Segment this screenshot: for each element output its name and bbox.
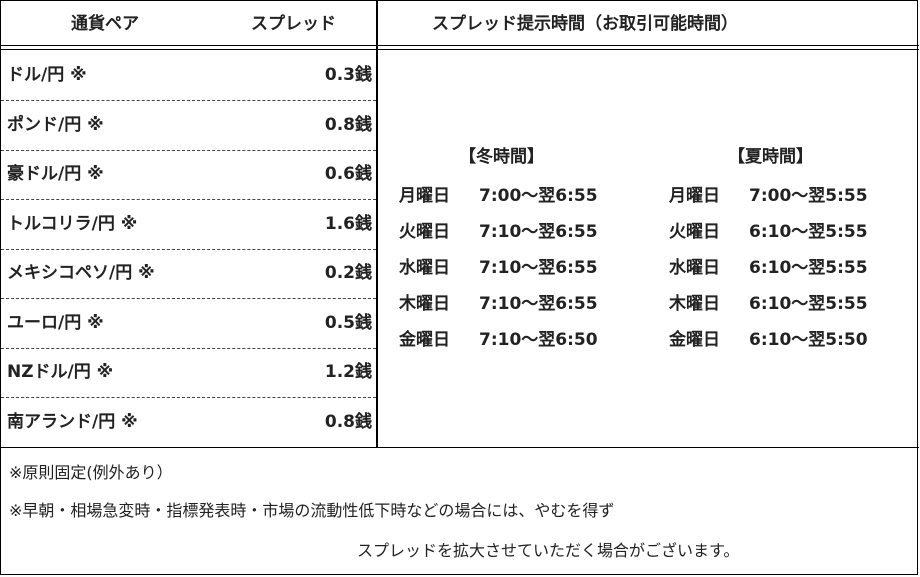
summer-schedule-row: 月曜日 7:00〜翌5:55 [669,181,868,206]
table-row: トルコリラ/円 ※ 1.6銭 [1,199,376,250]
currency-pair: 豪ドル/円 ※ [7,164,104,184]
spread-value: 0.8銭 [324,412,372,432]
note-spread-widening: ※早朝・相場急変時・指標発表時・市場の流動性低下時などの場合には、やむを得ず [9,501,615,520]
weekday-label: 月曜日 [669,186,720,206]
hours-range: 7:10〜翌6:55 [479,294,598,314]
spread-value: 0.3銭 [324,65,372,85]
table-row: ドル/円 ※ 0.3銭 [1,50,376,101]
currency-pair: トルコリラ/円 ※ [7,214,138,234]
table-row: ポンド/円 ※ 0.8銭 [1,100,376,151]
row-separator [1,150,376,151]
hours-range: 6:10〜翌5:50 [749,330,868,350]
row-separator [1,249,376,250]
hours-range: 6:10〜翌5:55 [749,222,868,242]
weekday-label: 月曜日 [399,186,450,206]
weekday-label: 木曜日 [399,294,450,314]
currency-pair: ユーロ/円 ※ [7,313,104,333]
weekday-label: 火曜日 [399,222,450,242]
weekday-label: 水曜日 [399,258,450,278]
note-fixed-spread: ※原則固定(例外あり） [9,463,173,482]
winter-schedule-row: 水曜日 7:10〜翌6:55 [399,253,598,278]
spread-value: 0.8銭 [324,115,372,135]
row-separator [1,199,376,200]
currency-pair: NZドル/円 ※ [7,362,114,382]
note-spread-widening-cont: スプレッドを拡大させていただく場合がございます。 [357,541,740,560]
spread-value: 0.6銭 [324,164,372,184]
row-separator [1,298,376,299]
table-row: ユーロ/円 ※ 0.5銭 [1,298,376,349]
winter-schedule-row: 月曜日 7:00〜翌6:55 [399,181,598,206]
winter-schedule-row: 金曜日 7:10〜翌6:50 [399,325,598,350]
row-separator [1,348,376,349]
weekday-label: 木曜日 [669,294,720,314]
currency-pair: 南アランド/円 ※ [7,412,138,432]
table-row: NZドル/円 ※ 1.2銭 [1,347,376,398]
table-row: メキシコペソ/円 ※ 0.2銭 [1,248,376,299]
weekday-label: 金曜日 [669,330,720,350]
header-spread: スプレッド [251,14,336,34]
header-divider-top [1,45,919,46]
spread-value: 1.2銭 [324,362,372,382]
winter-schedule-row: 木曜日 7:10〜翌6:55 [399,289,598,314]
winter-schedule-row: 火曜日 7:10〜翌6:55 [399,217,598,242]
weekday-label: 火曜日 [669,222,720,242]
column-divider [376,1,378,447]
header-trading-hours: スプレッド提示時間（お取引可能時間） [432,14,738,34]
hours-range: 7:00〜翌5:55 [749,186,868,206]
weekday-label: 水曜日 [669,258,720,278]
header-divider-bottom [1,49,919,50]
hours-range: 7:10〜翌6:55 [479,222,598,242]
spread-value: 0.5銭 [324,313,372,333]
hours-range: 7:10〜翌6:50 [479,330,598,350]
summer-time-title: 【夏時間】 [728,147,813,167]
winter-time-title: 【冬時間】 [459,147,544,167]
summer-schedule-row: 水曜日 6:10〜翌5:55 [669,253,868,278]
footer-divider [1,447,919,448]
row-separator [1,100,376,101]
currency-pair: ポンド/円 ※ [7,115,104,135]
hours-range: 7:00〜翌6:55 [479,186,598,206]
header-currency-pair: 通貨ペア [71,14,139,34]
weekday-label: 金曜日 [399,330,450,350]
table-row: 南アランド/円 ※ 0.8銭 [1,397,376,447]
hours-range: 7:10〜翌6:55 [479,258,598,278]
summer-schedule-row: 木曜日 6:10〜翌5:55 [669,289,868,314]
hours-range: 6:10〜翌5:55 [749,294,868,314]
hours-range: 6:10〜翌5:55 [749,258,868,278]
currency-pair: ドル/円 ※ [7,65,87,85]
spread-value: 0.2銭 [324,263,372,283]
row-separator [1,397,376,398]
table-row: 豪ドル/円 ※ 0.6銭 [1,149,376,200]
summer-schedule-row: 火曜日 6:10〜翌5:55 [669,217,868,242]
currency-pair: メキシコペソ/円 ※ [7,263,155,283]
summer-schedule-row: 金曜日 6:10〜翌5:50 [669,325,868,350]
spread-value: 1.6銭 [324,214,372,234]
